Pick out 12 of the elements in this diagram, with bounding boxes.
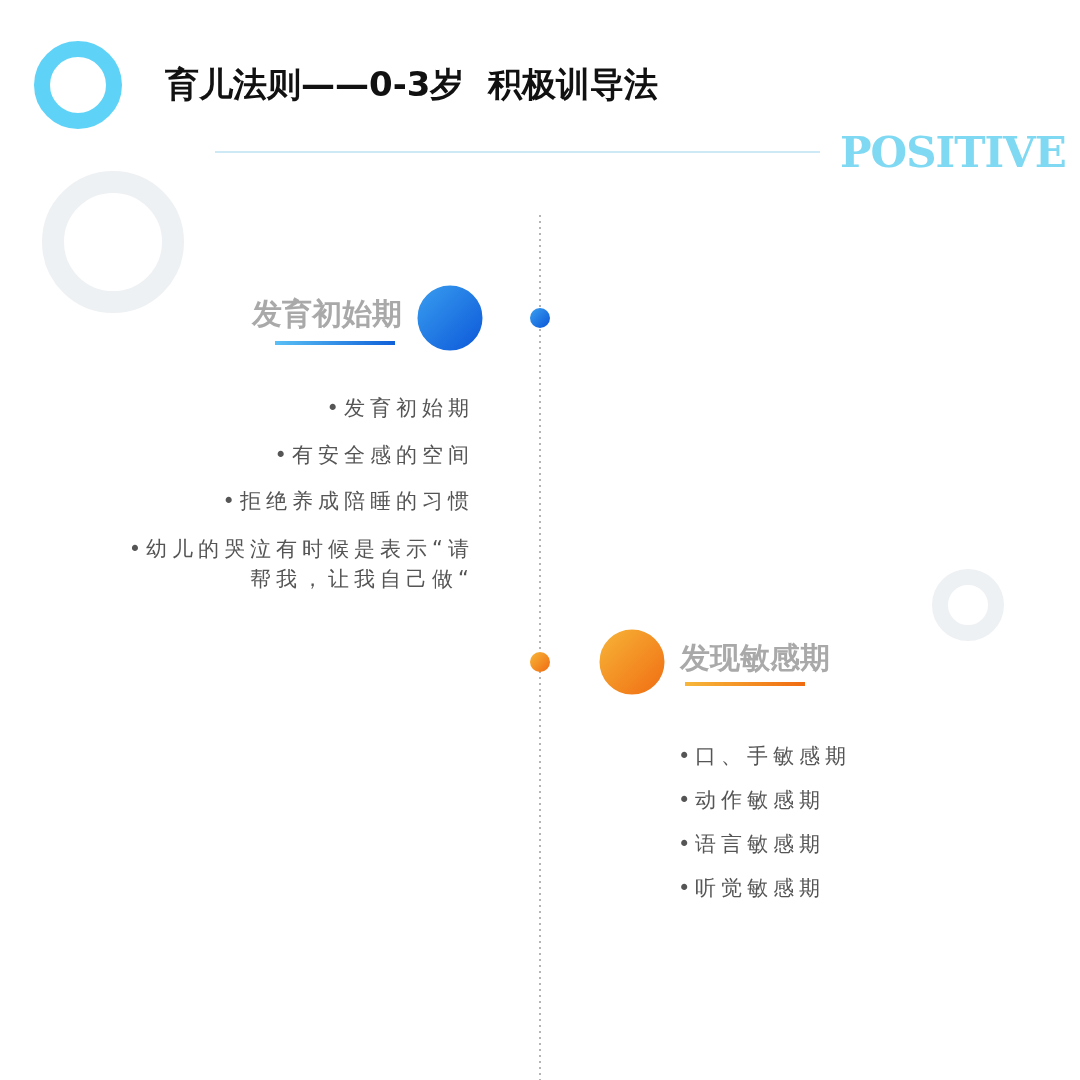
heading-text: 发育初始期 [252,295,402,333]
bullet-text: •口、手敏感期 [678,743,852,770]
accent-word: POSITIVE [840,128,1066,177]
title-text: 育儿法则——0-3岁 积极训导法 [165,63,659,106]
bullet-text: •听觉敏感期 [678,875,826,902]
bullet-text: •拒绝养成陪睡的习惯 [222,488,474,515]
bullet-text: •语言敏感期 [678,831,826,858]
bullet-text: •有安全感的空间 [274,442,474,469]
bullet-text: •幼儿的哭泣有时候是表示“请帮我，让我自己做“ [127,536,474,593]
bullet-text: •发育初始期 [326,395,474,422]
heading-text: 发现敏感期 [680,639,830,677]
bullet-text: •动作敏感期 [678,787,826,814]
